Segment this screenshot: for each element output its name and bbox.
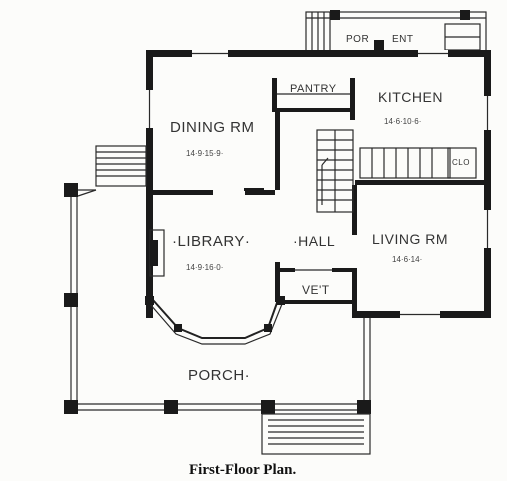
label-dining: DINING RM — [170, 119, 255, 136]
staircase — [316, 129, 477, 213]
label-porch: PORCH· — [188, 367, 250, 384]
interior-walls — [149, 78, 484, 318]
side-steps — [95, 145, 147, 187]
dims-library: 14·9·16·0· — [186, 263, 223, 272]
dims-dining: 14·9·15·9· — [186, 149, 223, 158]
label-kitchen: KITCHEN — [378, 89, 443, 105]
label-pantry: PANTRY — [290, 83, 337, 95]
dims-living: 14·6·14· — [392, 255, 422, 264]
front-porch — [64, 183, 371, 455]
label-closet: CLO — [452, 158, 470, 167]
label-entry-upper: ENT — [392, 34, 414, 45]
label-hall: ·HALL — [293, 233, 335, 249]
label-vestibule: VE'T — [302, 283, 330, 297]
figure-caption: First-Floor Plan. — [189, 462, 296, 478]
library-bay — [145, 296, 285, 345]
exterior-walls — [146, 50, 491, 318]
label-library: ·LIBRARY· — [172, 233, 250, 250]
label-porch-upper: POR — [346, 34, 369, 45]
dims-kitchen: 14·6·10·6· — [384, 117, 421, 126]
label-living: LIVING RM — [372, 231, 448, 247]
rear-porch — [305, 10, 487, 53]
